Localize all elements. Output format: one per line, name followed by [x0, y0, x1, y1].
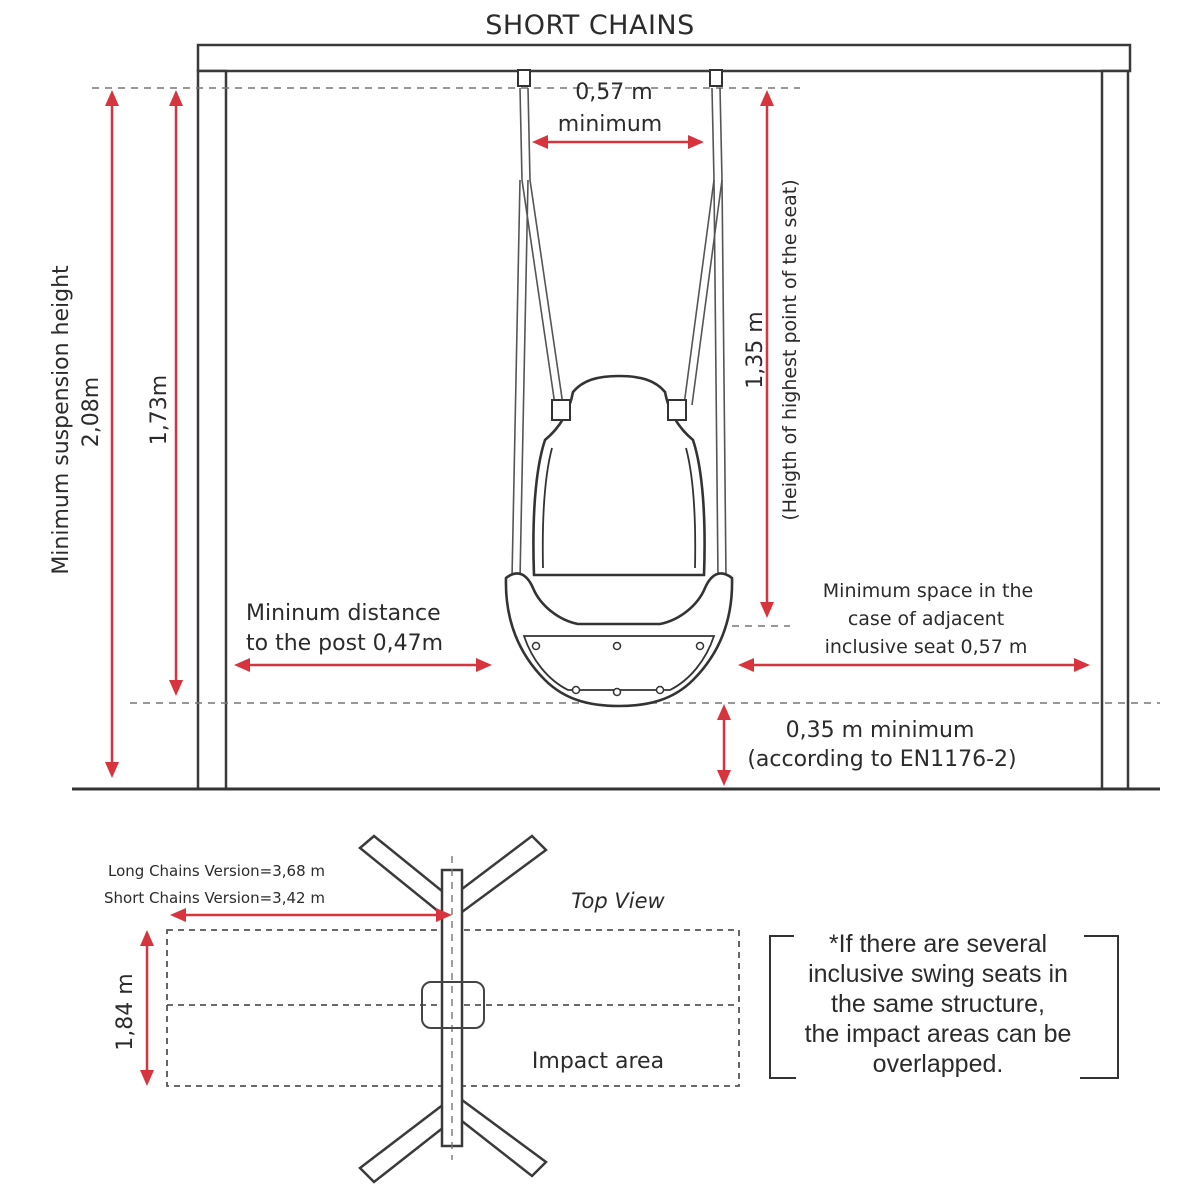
- suspension-height-arrow: [105, 90, 119, 778]
- top-view-frame-legs: [358, 834, 548, 1184]
- post-distance-arrow: [234, 658, 492, 672]
- overlap-note-line-1: *If there are several: [829, 930, 1047, 958]
- long-chains-version: Long Chains Version=3,68 m: [108, 862, 325, 880]
- top-view-seat: [421, 981, 485, 1029]
- chain-spacing-value: 0,57 m: [575, 80, 652, 105]
- overlap-note-line-2: inclusive swing seats in: [808, 960, 1068, 988]
- overlap-note-line-3: the same structure,: [831, 990, 1045, 1018]
- suspension-height-value: 2,08m: [79, 377, 104, 447]
- short-chains-version: Short Chains Version=3,42 m: [104, 889, 325, 907]
- adjacent-space-line2: case of adjacent: [848, 608, 1004, 630]
- post-distance-line1: Mininum distance: [246, 601, 441, 626]
- seat-height-note: (Heigth of highest point of the seat): [779, 179, 801, 520]
- impact-width-arrow: [140, 930, 154, 1086]
- left-chain: [511, 87, 564, 579]
- chain-spacing-arrow: [532, 135, 704, 149]
- inclusive-swing-seat: [504, 374, 734, 708]
- post-distance-line2: to the post 0,47m: [246, 631, 443, 656]
- right-hanger: [709, 69, 723, 87]
- top-beam: [196, 43, 1132, 73]
- right-post: [1100, 69, 1130, 791]
- overlap-note-line-4: the impact areas can be: [805, 1020, 1072, 1048]
- top-view-title: Top View: [571, 889, 665, 913]
- inner-height-arrow: [169, 90, 183, 696]
- adjacent-space-line1: Minimum space in the: [823, 580, 1033, 602]
- left-hanger: [517, 69, 531, 87]
- seat-height-value: 1,35 m: [743, 311, 768, 388]
- ground-clearance-line1: 0,35 m minimum: [786, 718, 975, 743]
- right-chain: [683, 87, 727, 579]
- ground-clearance-arrow: [717, 704, 731, 786]
- inner-height-value: 1,73m: [147, 375, 172, 445]
- diagram-title: SHORT CHAINS: [485, 10, 695, 41]
- impact-width-value: 1,84 m: [113, 973, 138, 1050]
- chain-spacing-note: minimum: [558, 112, 662, 137]
- adjacent-seat-arrow: [738, 658, 1090, 672]
- overlap-note-brackets: [769, 935, 1119, 1079]
- seat-height-arrow: [760, 90, 774, 618]
- suspension-height-label: Minimum suspension height: [49, 265, 74, 575]
- frame-length-arrow: [170, 908, 452, 922]
- ground-clearance-line2: (according to EN1176-2): [747, 747, 1016, 772]
- adjacent-space-line3: inclusive seat 0,57 m: [825, 636, 1028, 658]
- overlap-note-line-5: overlapped.: [873, 1050, 1004, 1078]
- impact-area-label: Impact area: [532, 1049, 664, 1074]
- left-post: [196, 69, 228, 791]
